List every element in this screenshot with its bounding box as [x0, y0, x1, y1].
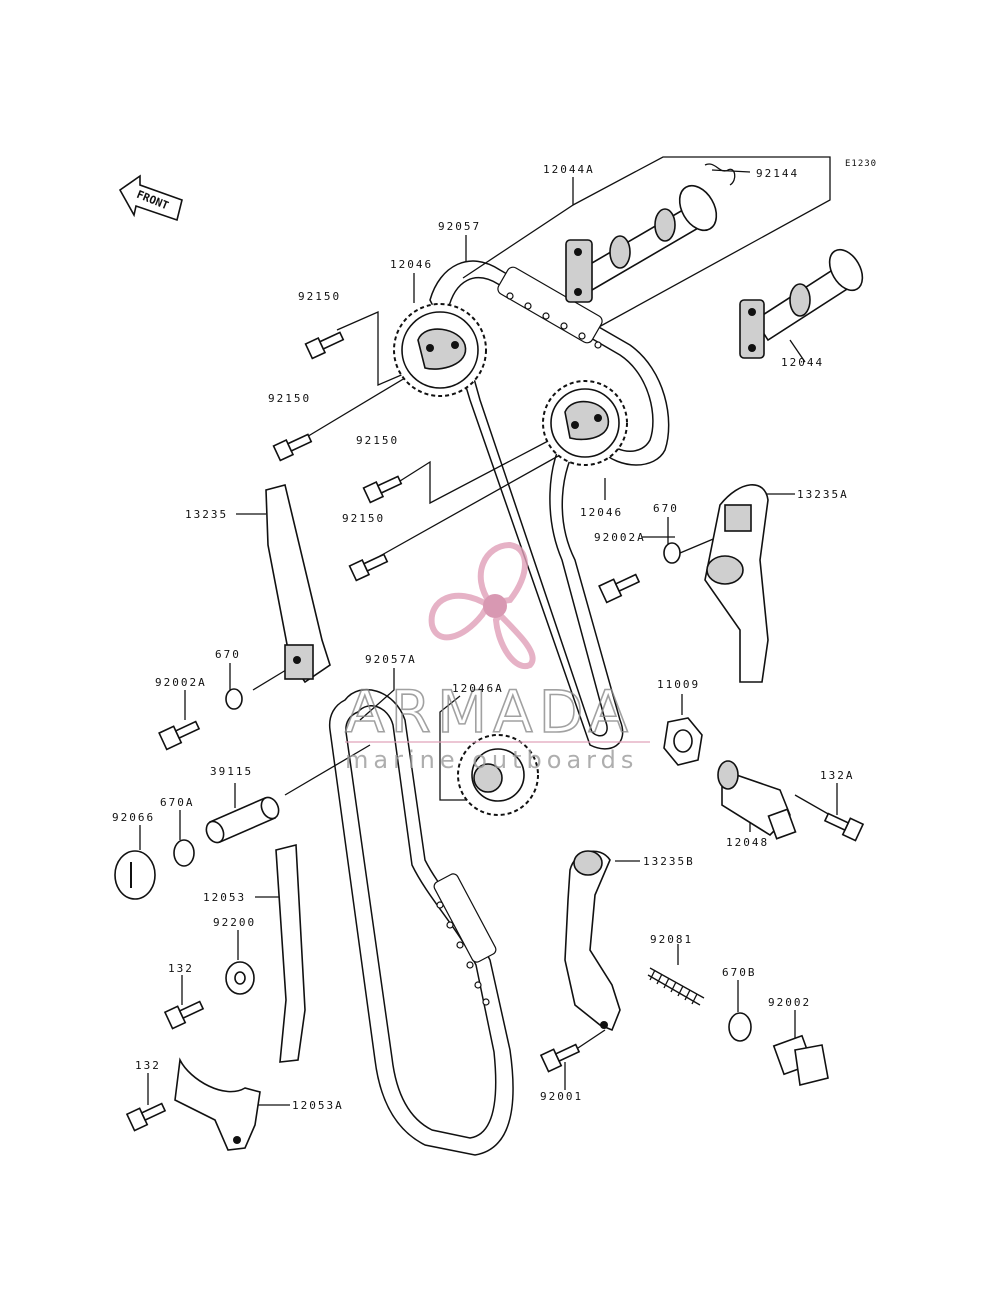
cam-sprocket-right [542, 380, 628, 466]
o-ring-670B [728, 1012, 752, 1042]
part-label-12046-top: 12046 [390, 258, 433, 271]
part-label-11009: 11009 [657, 678, 700, 691]
chain-guide-right [704, 484, 769, 683]
shaft-pin [205, 796, 280, 844]
bolt-132-b [125, 1102, 167, 1132]
cam-sprocket-top [393, 303, 487, 397]
part-label-12053A: 12053A [292, 1099, 344, 1112]
bolt-92150-c [362, 475, 403, 504]
chain-guide-left [265, 484, 331, 684]
part-label-12053: 12053 [203, 891, 246, 904]
part-label-92001: 92001 [540, 1090, 583, 1103]
part-label-92144: 92144 [756, 167, 799, 180]
part-label-92150-c: 92150 [356, 434, 399, 447]
part-label-132-b: 132 [135, 1059, 161, 1072]
part-label-92200: 92200 [213, 916, 256, 929]
figure-ref-label: E1230 [845, 159, 877, 169]
front-arrow-icon: FRONT [118, 174, 183, 222]
bolt-92150-d [348, 553, 389, 582]
leader-lines [139, 156, 838, 1106]
part-label-670A: 670A [160, 796, 195, 809]
part-label-132A: 132A [820, 769, 855, 782]
part-label-12046-right: 12046 [580, 506, 623, 519]
drain-plug [772, 1034, 829, 1086]
idler-sprocket [457, 734, 539, 816]
camshaft-upper [565, 184, 718, 303]
part-label-670-right: 670 [653, 502, 679, 515]
part-label-92002A-right: 92002A [594, 531, 646, 544]
part-label-12044: 12044 [781, 356, 824, 369]
bolt-132A [823, 812, 865, 842]
part-label-12044A: 12044A [543, 163, 595, 176]
o-ring-670-right [663, 542, 681, 564]
part-label-13235B: 13235B [643, 855, 695, 868]
bolt-92150-a [304, 331, 345, 360]
part-label-132-a: 132 [168, 962, 194, 975]
watermark-brand: ARMADA [345, 678, 634, 746]
bolt-92002A-right [598, 573, 641, 604]
tensioner-spring [647, 967, 705, 1006]
part-label-92081: 92081 [650, 933, 693, 946]
bolt-92150-b [272, 433, 313, 462]
o-ring-670A [173, 839, 195, 867]
tensioner-arm [564, 850, 621, 1032]
chain-guide-bracket [174, 1057, 261, 1151]
part-label-12046A: 12046A [452, 682, 504, 695]
bolt-92001 [539, 1043, 581, 1073]
chain-tensioner [717, 760, 797, 840]
part-label-92002A-left: 92002A [155, 676, 207, 689]
part-label-13235A: 13235A [797, 488, 849, 501]
part-label-92057: 92057 [438, 220, 481, 233]
part-label-92057A: 92057A [365, 653, 417, 666]
part-label-670B: 670B [722, 966, 757, 979]
chain-guide-12053 [275, 843, 306, 1063]
washer [225, 961, 255, 995]
watermark-tagline: marine outboards [345, 746, 638, 774]
part-label-92002: 92002 [768, 996, 811, 1009]
bolt-132-a [163, 1000, 205, 1030]
o-ring-670-left [225, 688, 243, 710]
bolt-92002A-left [158, 720, 201, 751]
part-label-39115: 39115 [210, 765, 253, 778]
part-label-92066: 92066 [112, 811, 155, 824]
part-label-92150-b: 92150 [268, 392, 311, 405]
part-label-92150-a: 92150 [298, 290, 341, 303]
part-label-12048: 12048 [726, 836, 769, 849]
propeller-logo-icon [428, 541, 536, 670]
part-label-13235: 13235 [185, 508, 228, 521]
part-label-92150-d: 92150 [342, 512, 385, 525]
part-label-670-left: 670 [215, 648, 241, 661]
spring-pin [704, 163, 736, 186]
camshaft-lower [739, 248, 864, 359]
cam-chain-lower [328, 689, 514, 1156]
plug-cap [114, 850, 156, 900]
gasket [663, 717, 703, 766]
brand-watermark: ARMADA marine outboards [344, 541, 650, 774]
